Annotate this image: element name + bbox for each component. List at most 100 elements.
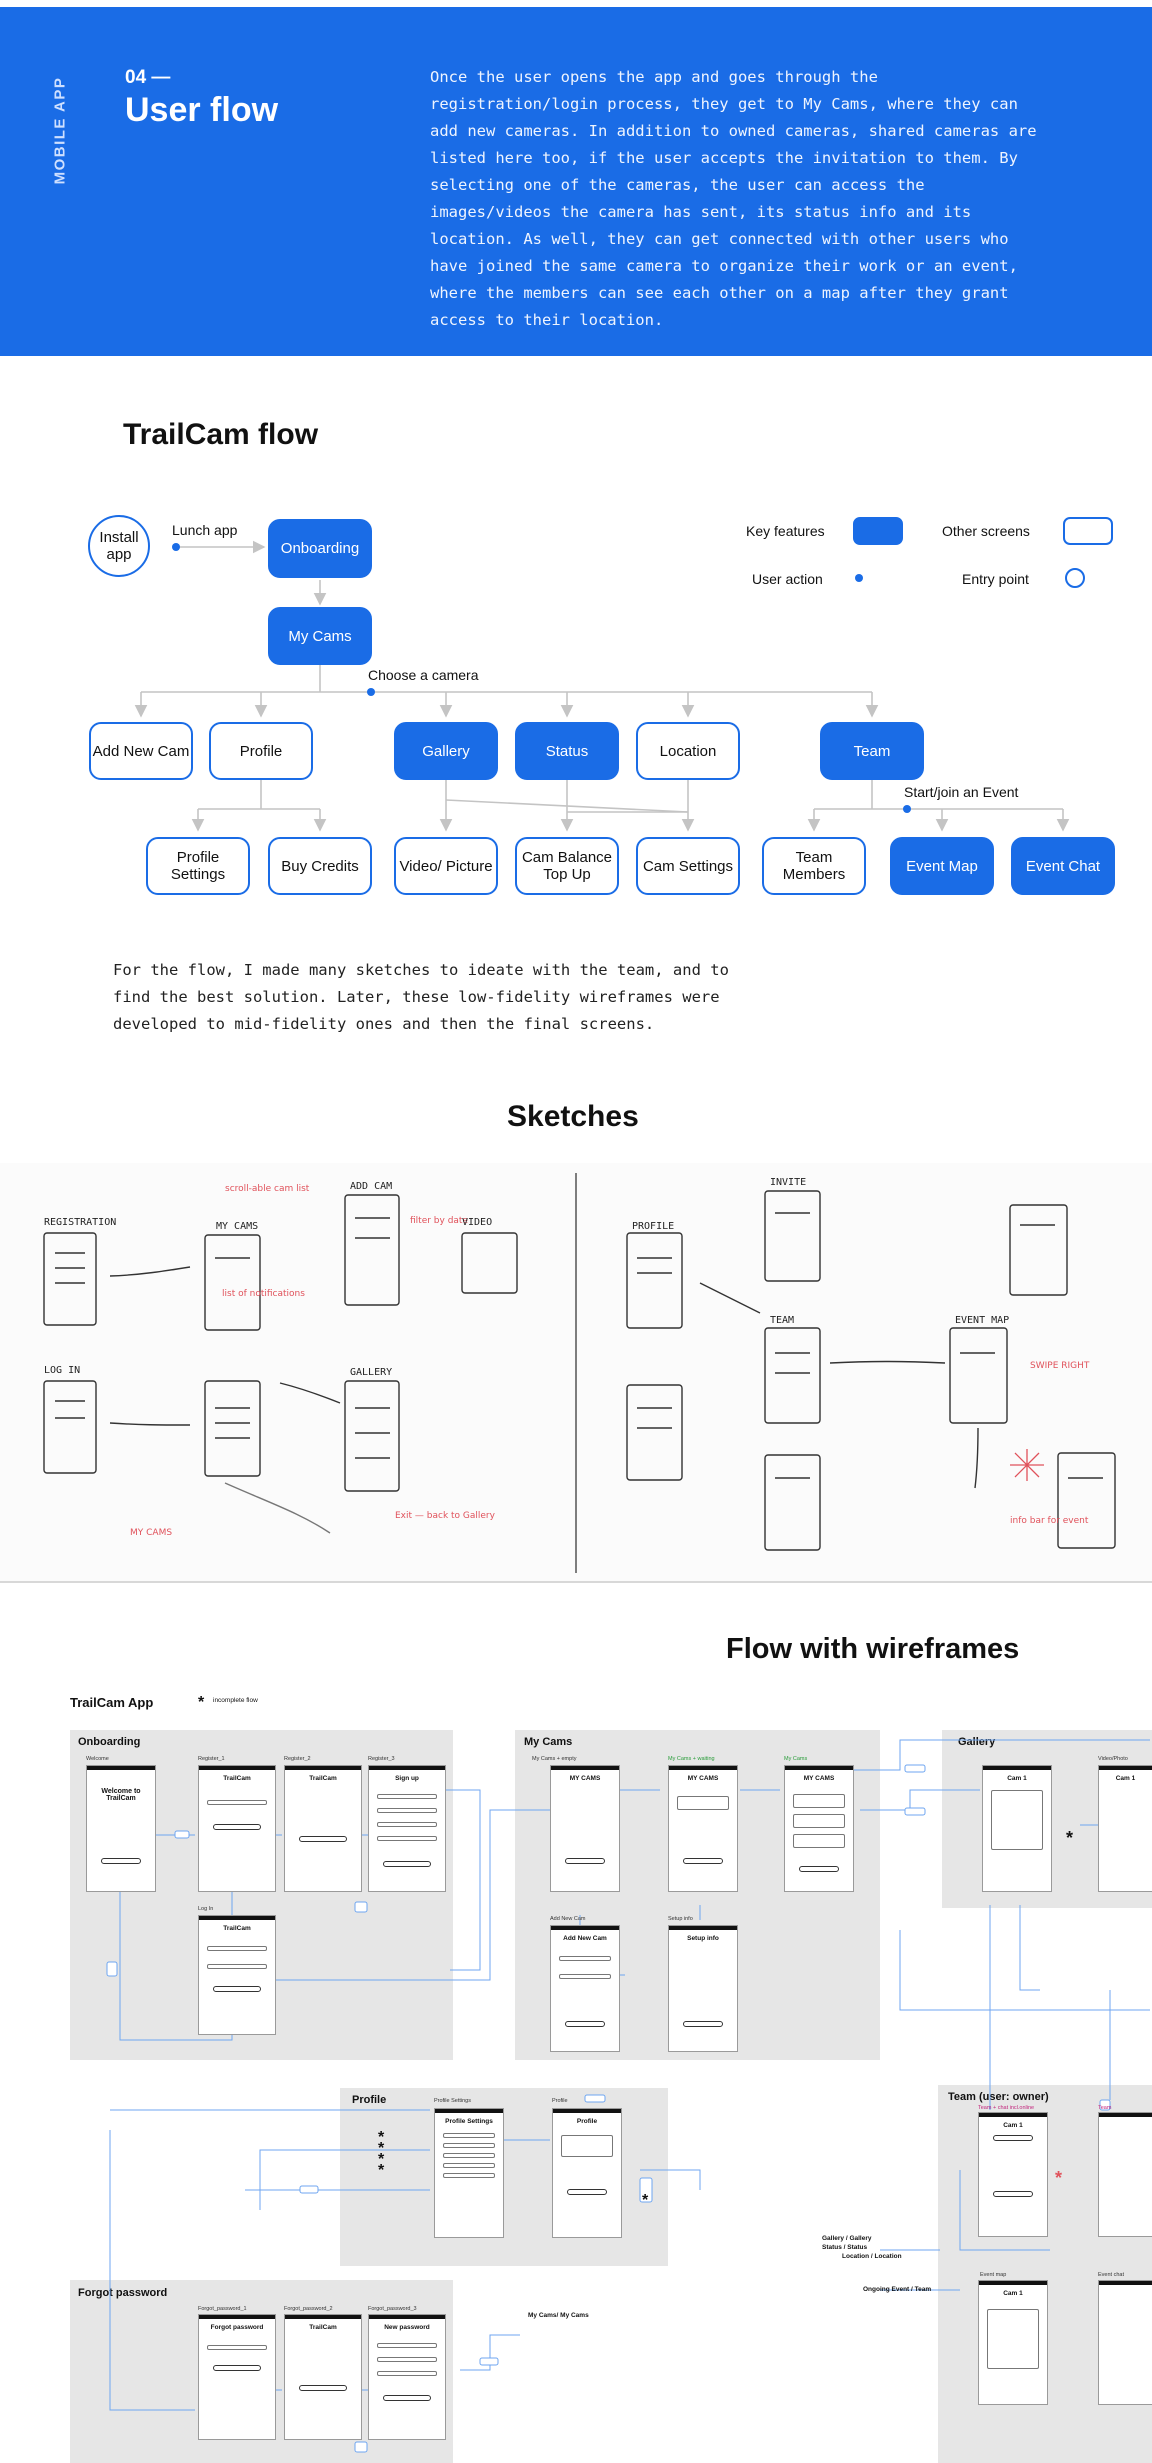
node-event-chat: Event Chat — [1011, 837, 1115, 895]
wf-setup-info-title: Setup info — [687, 1935, 719, 1942]
screen-name-video-photo: Video/Photo — [1098, 1756, 1128, 1762]
wireframe-connectors — [106, 1739, 1150, 2453]
sketch-label-add-cam: ADD CAM — [350, 1181, 392, 1192]
node-team: Team — [820, 722, 924, 780]
node-profile-settings: Profile Settings — [146, 837, 250, 895]
wf-team — [1098, 2112, 1152, 2237]
nav-label-gallery: Gallery / Gallery — [822, 2235, 872, 2242]
sketch-label-video: VIDEO — [462, 1217, 492, 1228]
wf-login: TrailCam — [198, 1915, 276, 2035]
wf-register-2-title: TrailCam — [309, 1775, 337, 1782]
wf-add-new-cam-title: Add New Cam — [563, 1935, 607, 1942]
screen-name-login: Log In — [198, 1906, 214, 1912]
flow-description: For the flow, I made many sketches to id… — [113, 961, 729, 1033]
wf-forgot-2-title: TrailCam — [309, 2324, 337, 2331]
screen-name-mycams: My Cams — [784, 1756, 808, 1762]
wf-setup-info: Setup info — [668, 1925, 738, 2052]
wf-mycams-waiting: MY CAMS — [668, 1765, 738, 1892]
sketch-label-invite: INVITE — [770, 1177, 806, 1188]
screen-name-setup-info: Setup info — [668, 1916, 693, 1922]
node-install-app: Install app — [88, 515, 150, 577]
side-label-wrap: MOBILE APP — [51, 75, 69, 185]
action-lunch-app: Lunch app — [172, 522, 238, 538]
wf-mycams-title: MY CAMS — [803, 1775, 835, 1782]
group-profile-label: Profile — [352, 2094, 387, 2106]
profile-incomplete-asterisks: **** — [378, 2129, 385, 2179]
wf-team-chat-title: Cam 1 — [1003, 2122, 1023, 2129]
screen-name-forgot-1: Forgot_password_1 — [198, 2306, 247, 2312]
svg-text:MY CAMS: MY CAMS — [130, 1528, 172, 1538]
sketch-label-team: TEAM — [770, 1315, 794, 1326]
sketch-label-registration: REGISTRATION — [44, 1217, 116, 1228]
node-add-new-cam: Add New Cam — [89, 722, 193, 780]
node-onboarding: Onboarding — [268, 519, 372, 578]
wf-gallery-cam1: Cam 1 — [982, 1765, 1052, 1892]
screen-name-event-chat: Event chat — [1098, 2272, 1124, 2278]
svg-text:info bar for event: info bar for event — [1010, 1516, 1089, 1526]
side-label: MOBILE APP — [51, 76, 69, 185]
user-action-dot-choose — [367, 688, 375, 696]
flow-connectors — [134, 540, 1070, 832]
nav-label-ongoing-event: Ongoing Event / Team — [863, 2286, 932, 2293]
profile-side-asterisk: * — [642, 2192, 649, 2209]
wf-gallery-cam1-title: Cam 1 — [1007, 1775, 1027, 1782]
wf-welcome-button — [101, 1858, 141, 1864]
legend-key-features-swatch — [853, 517, 903, 545]
sketches-image: scroll-able cam list list of notificatio… — [0, 1163, 1152, 1583]
wireframes-title: Flow with wireframes — [726, 1633, 1020, 1665]
wf-team-chat: Cam 1 — [978, 2112, 1048, 2237]
wf-mycams-empty-title: MY CAMS — [569, 1775, 601, 1782]
incomplete-flow-legend: incomplete flow — [213, 1697, 258, 1704]
legend-key-features-label: Key features — [746, 523, 825, 539]
incomplete-flow-asterisk: * — [198, 1694, 205, 1711]
svg-text:Exit — back to Gallery: Exit — back to Gallery — [395, 1511, 496, 1521]
screen-name-forgot-2: Forgot_password_2 — [284, 2306, 333, 2312]
wf-register-3: Sign up — [368, 1765, 446, 1892]
wf-forgot-3-title: New password — [384, 2324, 430, 2331]
legend-other-screens-label: Other screens — [942, 523, 1030, 539]
screen-name-register-3: Register_3 — [368, 1756, 395, 1762]
wf-video-photo-title: Cam 1 — [1115, 1775, 1136, 1782]
wf-profile: Profile — [552, 2108, 622, 2238]
sketch-label-gallery: GALLERY — [350, 1367, 392, 1378]
node-status: Status — [515, 722, 619, 780]
wf-add-new-cam: Add New Cam — [550, 1925, 620, 2052]
group-forgot-password-label: Forgot password — [78, 2287, 168, 2299]
wf-forgot-1-title: Forgot password — [210, 2324, 264, 2331]
section-number: 04 — — [125, 67, 171, 88]
legend-user-action-dot — [855, 574, 863, 582]
flow-title: TrailCam flow — [123, 418, 319, 451]
wf-event-chat — [1098, 2280, 1152, 2405]
legend-other-screens-swatch — [1063, 517, 1113, 545]
wf-login-title: TrailCam — [223, 1925, 251, 1932]
wf-mycams-waiting-title: MY CAMS — [687, 1775, 719, 1782]
team-incomplete-asterisk: * — [1055, 2168, 1063, 2188]
user-action-dot-launch — [172, 543, 180, 551]
nav-label-status: Status / Status — [822, 2244, 868, 2251]
nav-label-location: Location / Location — [842, 2253, 902, 2260]
legend-entry-point-label: Entry point — [962, 571, 1029, 587]
wf-register-1-title: TrailCam — [223, 1775, 251, 1782]
wf-welcome: Welcome to TrailCam — [86, 1765, 156, 1892]
screen-name-welcome: Welcome — [86, 1756, 109, 1762]
screen-name-register-1: Register_1 — [198, 1756, 225, 1762]
wf-mycams-empty: MY CAMS — [550, 1765, 620, 1892]
sketch-label-event-map: EVENT MAP — [955, 1315, 1009, 1326]
wf-forgot-2: TrailCam — [284, 2314, 362, 2440]
user-action-dot-event — [903, 805, 911, 813]
gallery-incomplete-asterisk: * — [1066, 1828, 1074, 1848]
node-buy-credits: Buy Credits — [268, 837, 372, 895]
wf-profile-settings: Profile Settings — [434, 2108, 504, 2238]
wf-forgot-3: New password — [368, 2314, 446, 2440]
sketches-title: Sketches — [507, 1100, 639, 1133]
wf-event-map: Cam 1 — [978, 2280, 1048, 2405]
nav-label-my-cams: My Cams/ My Cams — [528, 2312, 589, 2319]
group-onboarding-label: Onboarding — [78, 1736, 141, 1748]
wf-register-3-title: Sign up — [395, 1775, 419, 1782]
svg-text:SWIPE RIGHT: SWIPE RIGHT — [1030, 1361, 1090, 1371]
wf-video-photo: Cam 1 — [1098, 1765, 1152, 1892]
wf-profile-settings-title: Profile Settings — [445, 2118, 493, 2125]
node-team-members: Team Members — [762, 837, 866, 895]
action-start-join-event: Start/join an Event — [904, 784, 1019, 800]
